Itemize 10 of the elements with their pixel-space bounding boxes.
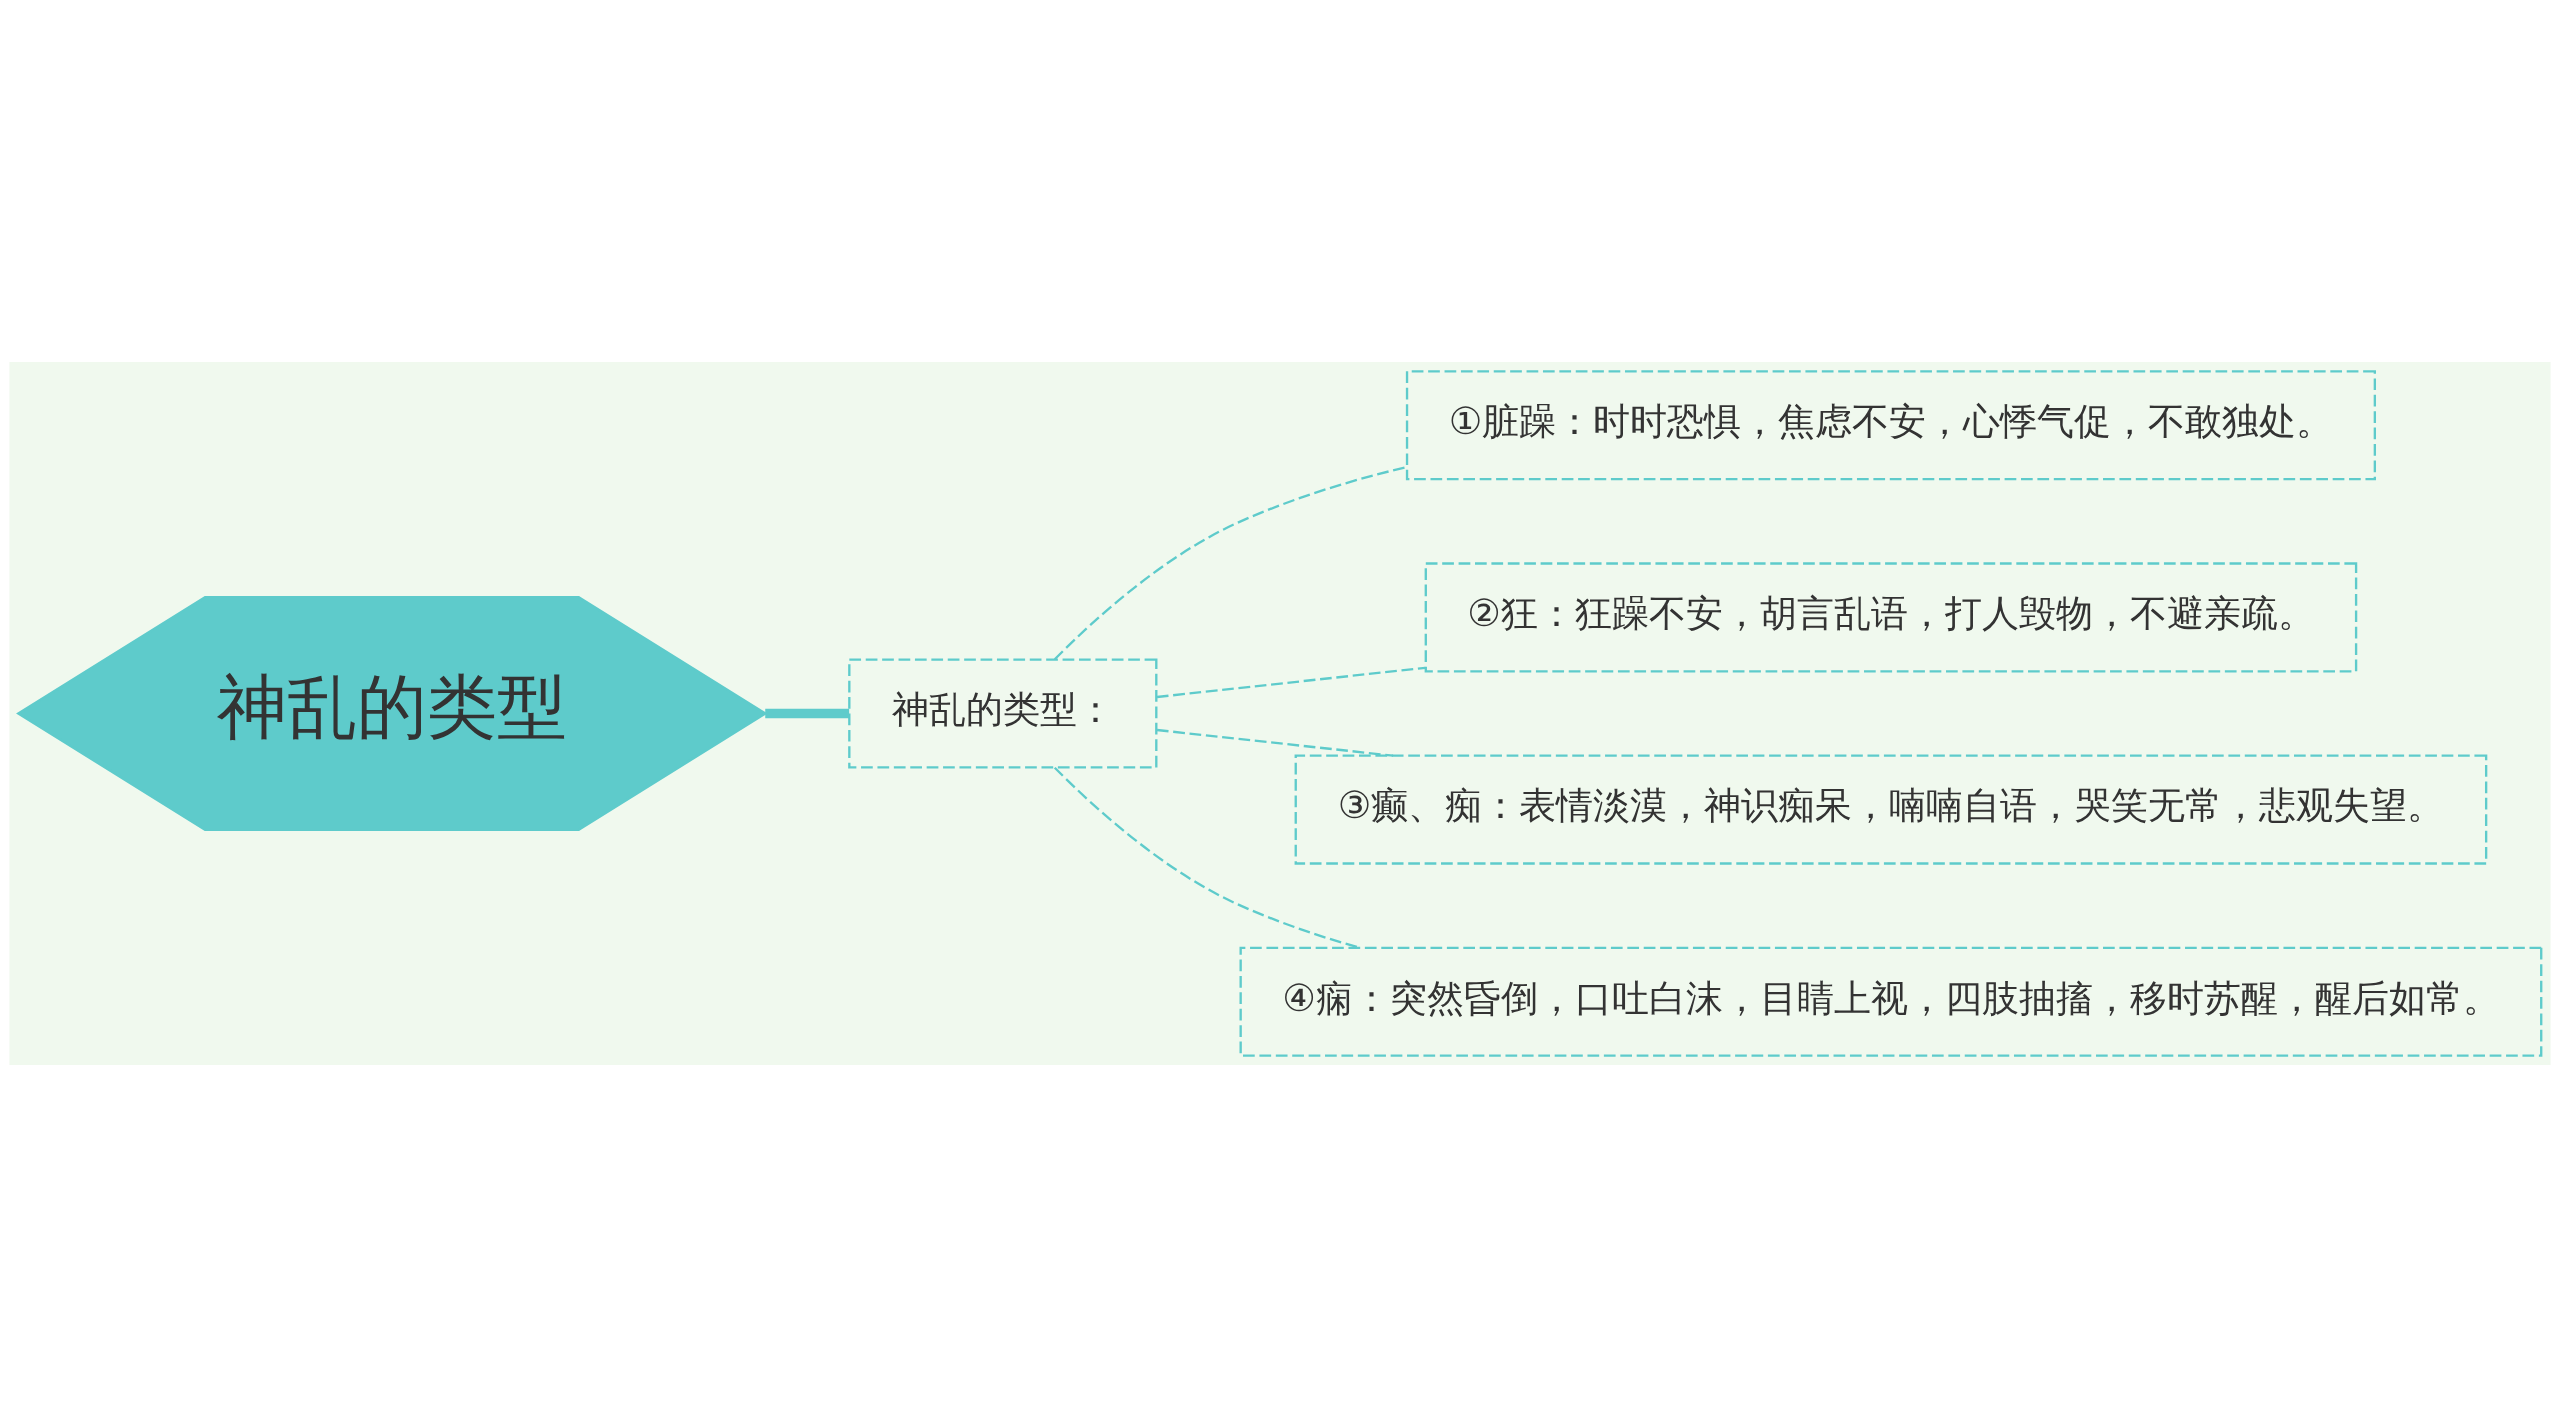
connector	[1053, 766, 1360, 949]
node-box: 神乱的类型：	[848, 657, 1158, 769]
node-box: ②狂：狂躁不安，胡言乱语，打人毁物，不避亲疏。	[1424, 561, 2358, 672]
node-box: ④痫：突然昏倒，口吐白沫，目睛上视，四肢抽搐，移时苏醒，醒后如常。	[1239, 946, 2543, 1057]
node-box: ③癫、痴：表情淡漠，神识痴呆，喃喃自语，哭笑无常，悲观失望。	[1294, 754, 2488, 865]
connector	[1053, 465, 1407, 660]
connector	[1156, 666, 1426, 698]
connector	[1156, 728, 1394, 757]
node-box: ①脏躁：时时恐惧，焦虑不安，心悸气促，不敢独处。	[1405, 369, 2376, 480]
connector	[765, 708, 850, 718]
